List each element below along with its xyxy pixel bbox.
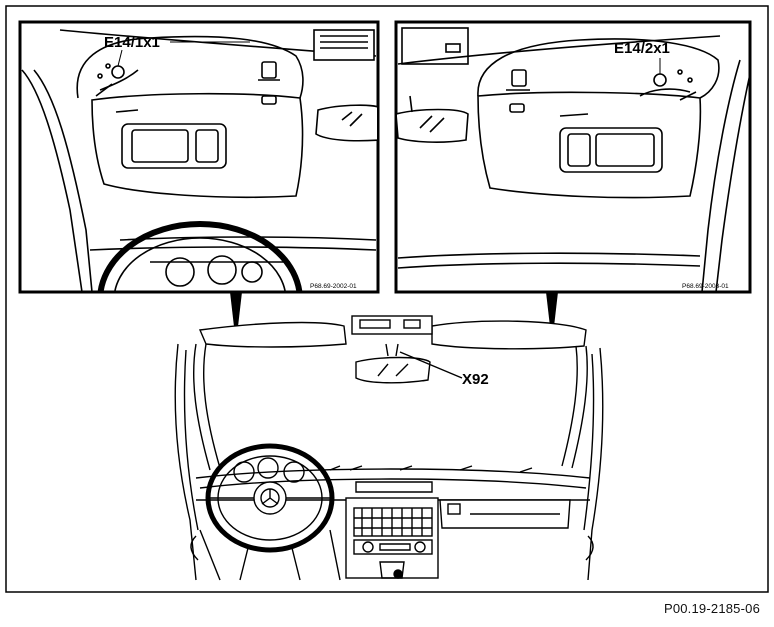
left-inset-pointer <box>230 292 242 344</box>
figure-code: P00.19-2185-06 <box>663 601 760 616</box>
right-inset-pointer <box>546 292 558 344</box>
right-inset-code: P68.69-2003-01 <box>682 283 729 290</box>
right-inset: P68.69-2003-01 E14/2x1 <box>394 20 752 294</box>
figure-border <box>5 5 769 593</box>
right-lamp-connector <box>653 73 667 87</box>
main-left-sun-visor <box>198 321 347 348</box>
left-callout-label: E14/1x1 <box>104 34 160 51</box>
left-inset: P68.69-2002-01 E14/1x1 <box>18 20 380 294</box>
main-right-sun-visor <box>431 320 587 350</box>
left-inset-code: P68.69-2002-01 <box>310 283 357 290</box>
right-callout-label: E14/2x1 <box>614 40 670 57</box>
left-steering-wheel <box>97 221 303 291</box>
left-vanity-mirror <box>121 123 227 169</box>
main-cockpit-view <box>174 315 604 581</box>
main-callout-label: X92 <box>462 371 489 388</box>
right-rear-view-mirror <box>397 108 469 143</box>
main-rear-view-mirror <box>355 356 431 384</box>
left-lamp-connector <box>111 65 125 79</box>
left-rear-view-mirror <box>315 104 377 142</box>
right-vanity-mirror <box>559 127 663 173</box>
left-callout-leader <box>117 41 250 67</box>
main-callout-leader <box>399 351 463 379</box>
